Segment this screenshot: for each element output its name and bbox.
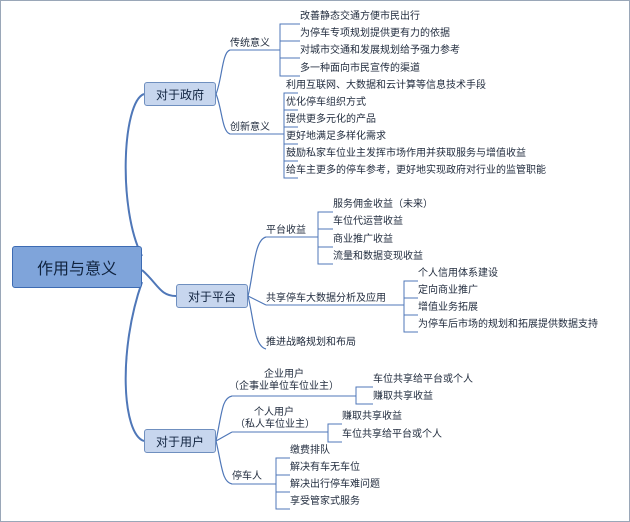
leaf-item[interactable]: 给车主更多的停车参考，更好地实现政府对行业的监管职能 (286, 165, 546, 176)
link-root-government (124, 93, 145, 257)
link-platform-bigdata (247, 295, 267, 306)
bracket (404, 297, 418, 316)
bracket (280, 40, 300, 59)
bracket (232, 423, 342, 433)
branch-platform[interactable]: 对于平台 (176, 284, 248, 308)
bracket (318, 228, 333, 248)
leaf-item[interactable]: 鼓励私家车位业主发挥市场作用并获取服务与增值收益 (286, 148, 526, 159)
group-platform-strategy[interactable]: 推进战略规划和布局 (266, 337, 356, 348)
leaf-item[interactable]: 赚取共享收益 (342, 411, 402, 422)
leaf-item[interactable]: 缴费排队 (290, 445, 330, 456)
bracket (317, 212, 333, 265)
leaf-item[interactable]: 增值业务拓展 (418, 302, 478, 313)
leaf-item[interactable]: 个人信用体系建设 (418, 268, 498, 279)
bracket (284, 109, 298, 162)
leaf-item[interactable]: 车位共享给平台或个人 (373, 374, 473, 385)
leaf-item[interactable]: 对城市交通和发展规划给予强力参考 (300, 45, 460, 56)
bracket (232, 386, 373, 397)
leaf-item[interactable]: 更好地满足多样化需求 (286, 131, 386, 142)
root-node[interactable]: 作用与意义 (12, 246, 142, 288)
group-government-innovation[interactable]: 创新意义 (230, 122, 270, 133)
leaf-item[interactable]: 商业推广收益 (333, 234, 393, 245)
link-gov-traditional (215, 49, 231, 95)
link-root-platform (141, 269, 177, 297)
bracket (276, 474, 290, 493)
leaf-item[interactable]: 多一种面向市民宣传的渠道 (300, 63, 420, 74)
group-personal-users-note: （私人车位业主） (235, 419, 315, 430)
leaf-item[interactable]: 为停车后市场的规划和拓展提供数据支持 (418, 319, 598, 330)
group-government-traditional[interactable]: 传统意义 (230, 38, 270, 49)
bracket (355, 396, 373, 405)
link-gov-innovation (215, 93, 231, 135)
group-personal-users[interactable]: 个人用户 (254, 407, 294, 418)
group-platform-revenue[interactable]: 平台收益 (266, 225, 306, 236)
group-platform-bigdata[interactable]: 共享停车大数据分析及应用 (266, 293, 386, 304)
group-enterprise-users[interactable]: 企业用户 (264, 369, 304, 380)
bracket (275, 458, 290, 510)
leaf-item[interactable]: 改善静态交通方便市民出行 (300, 11, 420, 22)
leaf-item[interactable]: 为停车专项规划提供更有力的依据 (300, 28, 450, 39)
leaf-item[interactable]: 流量和数据变现收益 (333, 251, 423, 262)
group-drivers[interactable]: 停车人 (232, 471, 262, 482)
link-platform-strategy (247, 295, 267, 350)
leaf-item[interactable]: 解决有车无车位 (290, 462, 360, 473)
bracket (279, 24, 300, 77)
bracket (283, 93, 298, 179)
link-users-drivers (215, 440, 233, 485)
group-enterprise-users-note: （企事业单位车位业主） (229, 381, 339, 392)
link-users-personal (215, 431, 233, 442)
leaf-item[interactable]: 优化停车组织方式 (286, 97, 366, 108)
leaf-item[interactable]: 服务佣金收益（未来） (333, 199, 433, 210)
link-root-users (124, 281, 145, 442)
link-users-enterprise (215, 395, 233, 442)
branch-government[interactable]: 对于政府 (144, 82, 216, 106)
leaf-item[interactable]: 享受管家式服务 (290, 496, 360, 507)
bracket (327, 432, 342, 443)
link-platform-revenue (247, 236, 267, 297)
branch-users[interactable]: 对于用户 (144, 429, 216, 453)
bracket (403, 281, 418, 333)
leaf-item[interactable]: 提供更多元化的产品 (286, 114, 376, 125)
leaf-item[interactable]: 赚取共享收益 (373, 391, 433, 402)
leaf-item[interactable]: 车位代运营收益 (333, 216, 403, 227)
leaf-item[interactable]: 解决出行停车难问题 (290, 479, 380, 490)
leaf-item[interactable]: 车位共享给平台或个人 (342, 429, 442, 440)
leaf-item[interactable]: 利用互联网、大数据和云计算等信息技术手段 (286, 80, 486, 91)
leaf-item[interactable]: 定向商业推广 (418, 285, 478, 296)
